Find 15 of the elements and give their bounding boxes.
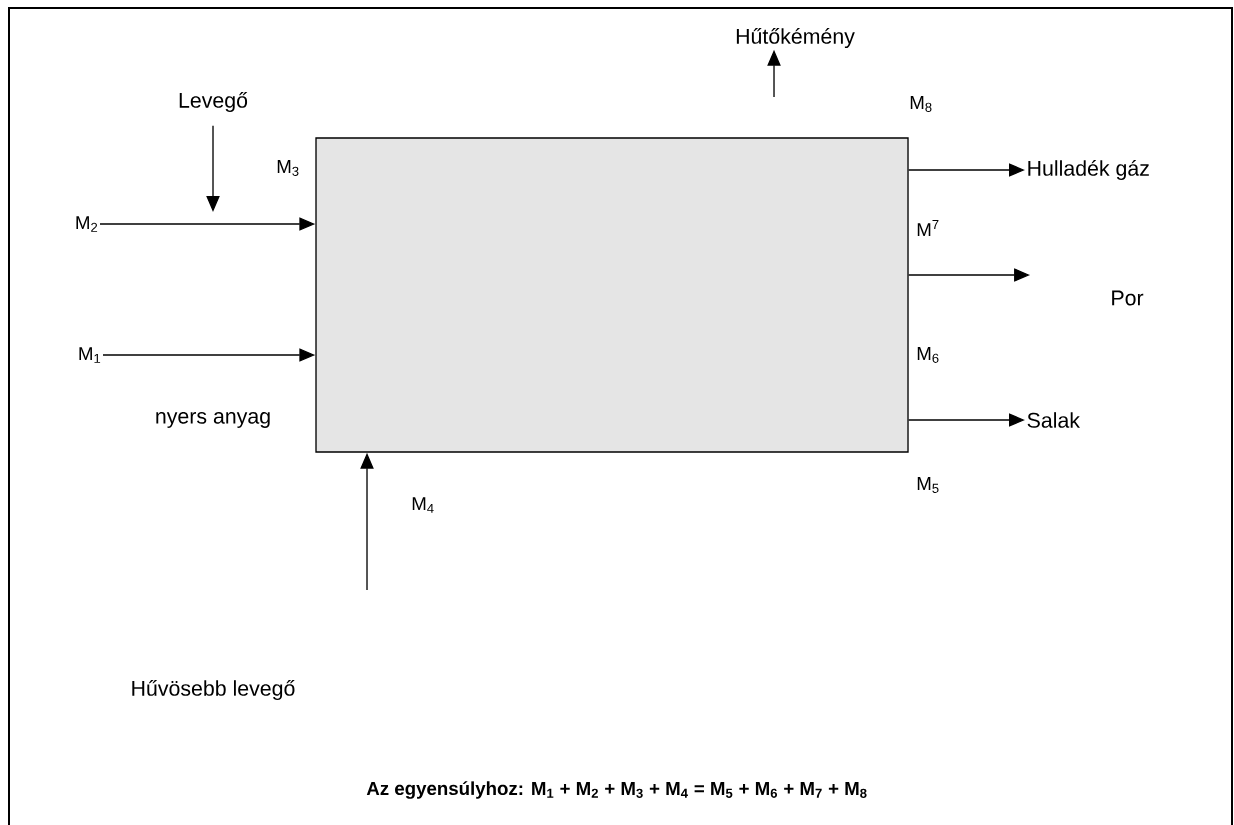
- annotation-text: nyers anyag: [156, 412, 270, 428]
- flow-label: M$_{8}$: [910, 96, 932, 112]
- equation-caption: Az egyensúlyhoz: M$_{1}$ + M$_{2}$ + M$_{3}$ + M$_{4}$ = M$_{5}$ + M$_{6}$ + M$_{7}$ + M$_{8}$: [366, 781, 867, 799]
- flow-label: M$_{4}$: [412, 497, 434, 513]
- flow-label: M$_{3}$: [277, 160, 299, 176]
- flow-label: M$_{2}$: [76, 216, 98, 232]
- input-label: Levegő: [179, 91, 248, 113]
- output-label: Hulladék gáz: [1028, 159, 1149, 181]
- output-label: Hűtőkémény: [736, 27, 855, 49]
- process-box: [315, 137, 909, 453]
- flow-label: M$_{5}$: [917, 477, 939, 493]
- input-label: Hűvösebb levegő: [132, 679, 295, 701]
- output-label: Por: [1112, 290, 1144, 306]
- flow-label: M$_{1}$: [79, 347, 101, 363]
- output-label: Salak: [1027, 412, 1080, 428]
